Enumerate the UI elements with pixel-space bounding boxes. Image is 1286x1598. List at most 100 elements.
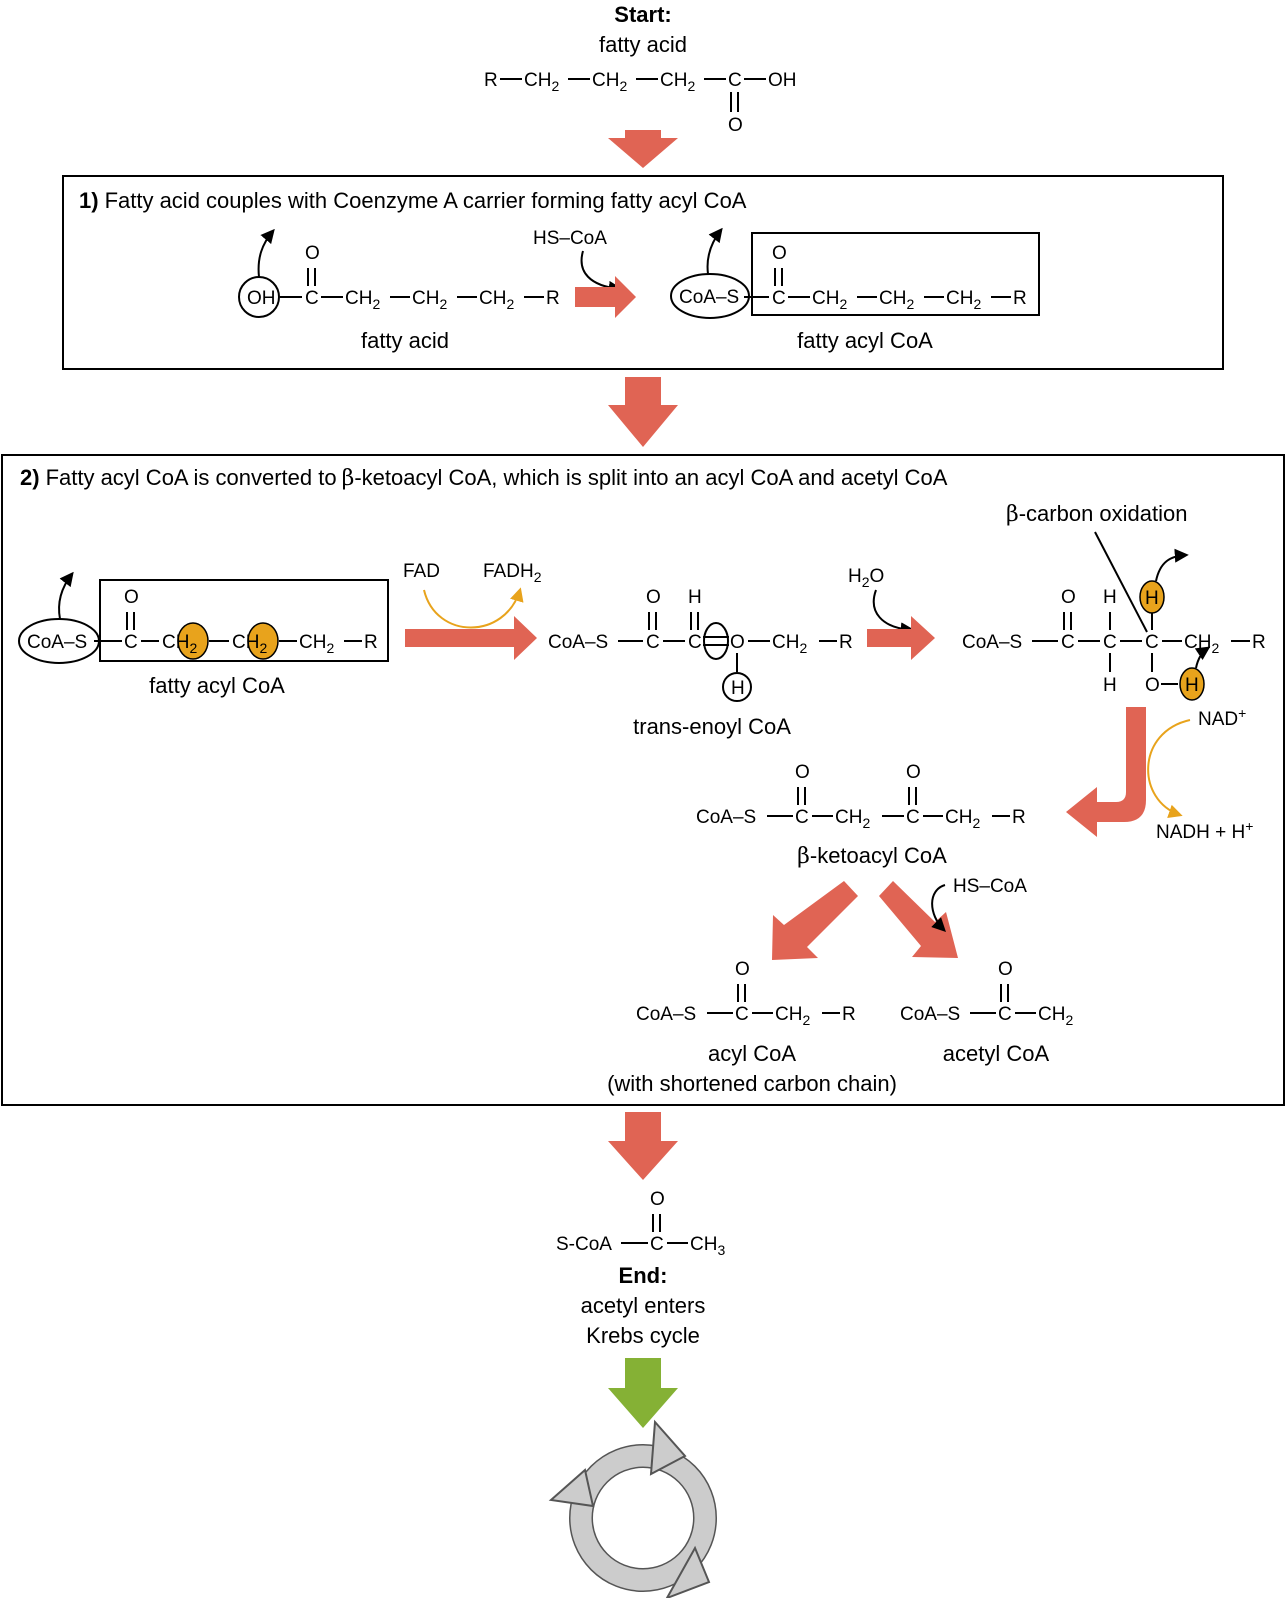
svg-text:C: C (906, 807, 920, 828)
svg-text:OH: OH (247, 288, 276, 309)
acetyl-coa: CoA–S C O CH2 (900, 959, 1073, 1028)
start-compound-name: fatty acid (599, 32, 687, 57)
step1-reagent: HS–CoA (533, 228, 607, 249)
start-heading: Start: (614, 2, 671, 27)
beta-ketoacyl-coa-label: β-ketoacyl CoA (797, 843, 947, 869)
step2-arrow-a (405, 616, 537, 660)
svg-text:C: C (728, 70, 742, 91)
svg-text:C: C (688, 632, 702, 653)
svg-text:CH2: CH2 (345, 288, 380, 312)
svg-text:C: C (795, 807, 809, 828)
svg-text:O: O (906, 762, 921, 783)
svg-text:H: H (1145, 588, 1159, 609)
svg-text:R: R (546, 288, 560, 309)
split-arrow-left (772, 881, 858, 960)
svg-text:CH2: CH2 (775, 1004, 810, 1028)
svg-text:CH2: CH2 (1184, 632, 1219, 656)
svg-text:R: R (364, 632, 378, 653)
svg-text:O: O (735, 959, 750, 980)
fadh2-label: FADH2 (483, 561, 542, 585)
flow-arrow-down-2 (608, 377, 678, 447)
svg-text:O: O (998, 959, 1013, 980)
svg-text:CH2: CH2 (660, 70, 695, 94)
svg-text:CH2: CH2 (835, 807, 870, 831)
end-heading: End: (619, 1263, 668, 1288)
svg-text:CH2: CH2 (879, 288, 914, 312)
svg-text:H: H (688, 587, 702, 608)
svg-text:R: R (1252, 632, 1266, 653)
svg-text:C: C (998, 1004, 1012, 1025)
svg-text:CoA–S: CoA–S (900, 1004, 960, 1025)
krebs-cycle-icon (548, 1419, 717, 1598)
nad-label: NAD+ (1198, 705, 1246, 730)
svg-text:O: O (1061, 587, 1076, 608)
end-line1: acetyl enters (581, 1293, 706, 1318)
water-label: H2O (848, 566, 884, 590)
svg-text:O: O (772, 243, 787, 264)
step1-fatty-acid-label: fatty acid (361, 328, 449, 353)
svg-text:O: O (305, 243, 320, 264)
beta-carbon-pointer (1094, 531, 1148, 633)
split-arrow-right (879, 881, 958, 958)
svg-text:CH2: CH2 (772, 632, 807, 656)
acyl-coa: CoA–S C O CH2 R (636, 959, 856, 1028)
acyl-coa-label: acyl CoA (708, 1041, 796, 1066)
svg-text:H: H (1103, 675, 1117, 696)
svg-text:R: R (484, 70, 498, 91)
trans-enoyl-coa: CoA–S C O C H O H CH2 R (548, 587, 853, 702)
svg-text:CH2: CH2 (524, 70, 559, 94)
svg-text:CH2: CH2 (412, 288, 447, 312)
svg-text:CoA–S: CoA–S (548, 632, 608, 653)
step2-fatty-acyl-coa-label: fatty acyl CoA (149, 673, 285, 698)
svg-text:CoA–S: CoA–S (696, 807, 756, 828)
svg-text:CH2: CH2 (946, 288, 981, 312)
svg-text:O: O (650, 1189, 665, 1210)
step2-box (1, 454, 1285, 1106)
acyl-coa-note: (with shortened carbon chain) (607, 1071, 897, 1096)
svg-text:CoA–S: CoA–S (636, 1004, 696, 1025)
svg-text:O: O (728, 115, 743, 136)
step1-fatty-acyl-coa-label: fatty acyl CoA (797, 328, 933, 353)
beta-carbon-oxidation-label: β-carbon oxidation (1006, 501, 1188, 527)
svg-text:OH: OH (768, 70, 797, 91)
svg-text:O: O (124, 587, 139, 608)
step2-reagent2: HS–CoA (953, 876, 1027, 897)
fad-cofactor-arrow (423, 587, 524, 629)
svg-text:C: C (305, 288, 319, 309)
end-acetyl-formula: S-CoA C O CH3 (556, 1189, 725, 1258)
nad-cofactor-arrow (1147, 719, 1191, 818)
svg-text:CoA–S: CoA–S (962, 632, 1022, 653)
step2-arrow-c (1066, 707, 1146, 837)
step2-fatty-acyl-coa: CoA–S C O CH2 CH2 CH2 R (18, 571, 389, 664)
flow-arrow-down-green (608, 1358, 678, 1428)
nadh-label: NADH + H+ (1156, 818, 1253, 843)
svg-text:R: R (842, 1004, 856, 1025)
step1-reagent-arrow (580, 250, 623, 295)
start-fatty-acid-formula: R CH2 CH2 CH2 C OH O (484, 70, 797, 136)
step1-fatty-acyl-coa: CoA–S C O CH2 CH2 CH2 R (670, 227, 1040, 319)
svg-text:R: R (1013, 288, 1027, 309)
svg-text:H: H (731, 678, 745, 699)
svg-text:C: C (124, 632, 138, 653)
svg-text:CH2: CH2 (232, 632, 267, 656)
svg-text:CH2: CH2 (592, 70, 627, 94)
svg-text:C: C (1145, 632, 1159, 653)
step1-box (62, 175, 1224, 370)
svg-text:CH2: CH2 (479, 288, 514, 312)
svg-text:CH2: CH2 (299, 632, 334, 656)
reagent2-arrow (931, 884, 946, 932)
hydroxyacyl-coa: CoA–S C O C H H C H O H CH2 R (962, 548, 1266, 701)
svg-text:S-CoA: S-CoA (556, 1234, 612, 1255)
step2-arrow-b (867, 616, 935, 660)
svg-text:H: H (1185, 675, 1199, 696)
svg-text:CoA–S: CoA–S (27, 632, 87, 653)
step1-fatty-acid: OH C O CH2 CH2 CH2 R (238, 228, 560, 318)
svg-text:C: C (1103, 632, 1117, 653)
trans-enoyl-coa-label: trans-enoyl CoA (633, 714, 791, 739)
flow-arrow-down-1 (608, 130, 678, 168)
svg-text:CH2: CH2 (812, 288, 847, 312)
svg-text:C: C (772, 288, 786, 309)
svg-text:CH2: CH2 (162, 632, 197, 656)
